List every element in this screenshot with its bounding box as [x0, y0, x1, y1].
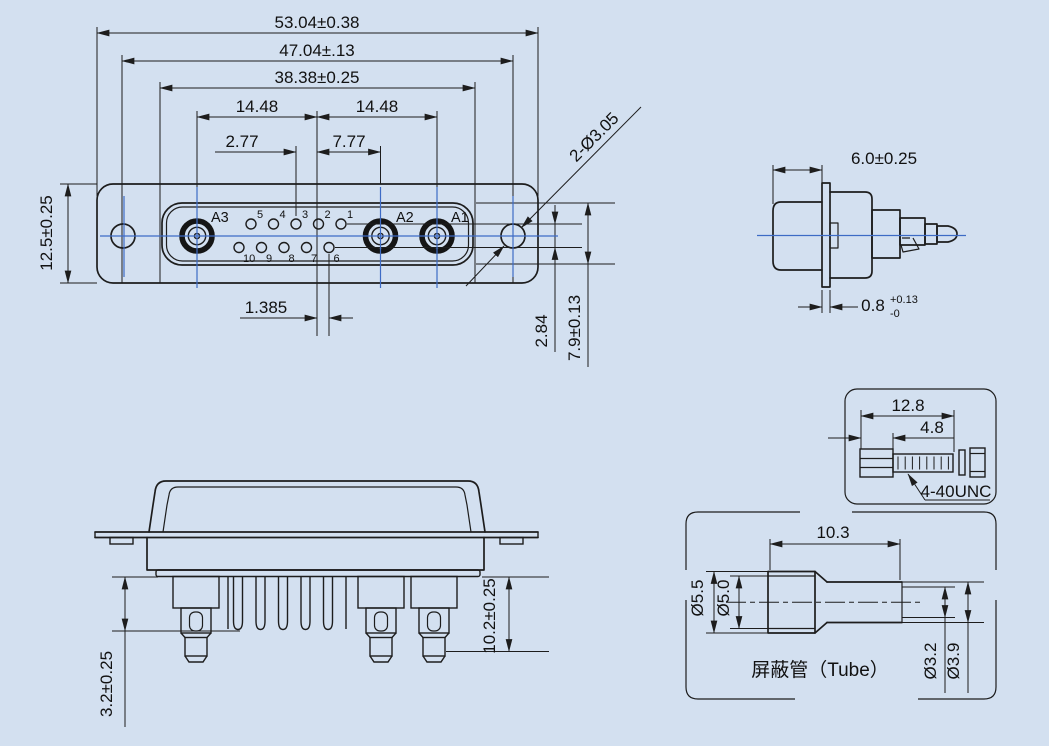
thread-hatching: [897, 456, 949, 470]
pin-label-7: 7: [311, 253, 317, 265]
tube-detail-dimensions: 10.3 Ø5.5 Ø5.0 Ø3.2 Ø3.9: [688, 523, 984, 693]
front-view-centerlines: [100, 187, 558, 288]
mount-tab-left: [109, 536, 134, 545]
dim-overall-width: 53.04±0.38: [275, 13, 360, 32]
insert-plate: [155, 569, 481, 578]
dim-depth: 6.0±0.25: [851, 149, 917, 168]
dim-flange-tol-minus: -0: [890, 308, 900, 320]
pin-label-9: 9: [266, 253, 272, 265]
pin-label-10: 10: [243, 253, 255, 265]
dim-insert-height: 7.9±0.13: [565, 295, 584, 361]
dim-coax-tail: 10.2±0.25: [480, 578, 499, 654]
rear-view: 3.2±0.25 10.2±0.25: [94, 480, 549, 727]
pin-label-4: 4: [280, 209, 286, 221]
pin-label-8: 8: [289, 253, 295, 265]
dim-insert-width: 38.38±0.25: [275, 68, 360, 87]
thread-callout: 4-40UNC: [921, 482, 992, 501]
washer: [958, 449, 966, 476]
dim-screw-head: 4.8: [920, 418, 944, 437]
side-view-dimensions: 6.0±0.25 0.8 +0.13 -0: [772, 149, 918, 320]
dim-pin-offset: 2.77: [225, 132, 258, 151]
mount-tab-right: [499, 536, 524, 545]
tube-detail: 10.3 Ø5.5 Ø5.0 Ø3.2 Ø3.9 屏蔽管（Tube）: [685, 511, 997, 700]
dim-flange-tol-plus: +0.13: [890, 294, 918, 306]
rear-terminal-2: [357, 575, 405, 663]
tube-label: 屏蔽管（Tube）: [751, 659, 889, 681]
dim-screw-length: 12.8: [891, 396, 924, 415]
side-view: 6.0±0.25 0.8 +0.13 -0: [757, 149, 966, 320]
rear-view-outline: [94, 480, 539, 578]
dim-mount-span: 47.04±.13: [279, 41, 355, 60]
dim-tube-small-id: Ø3.2: [921, 643, 940, 680]
tube-outline: [726, 570, 922, 634]
label-a2: A2: [396, 210, 414, 226]
dim-coax-left: 14.48: [236, 97, 279, 116]
dim-coax-mid: 7.77: [332, 132, 365, 151]
pin-tip: [936, 225, 958, 243]
pin-label-6: 6: [334, 253, 340, 265]
screw-detail-frame: [844, 388, 997, 505]
rear-terminal-1: [172, 575, 220, 663]
dim-coax-right: 14.48: [356, 97, 399, 116]
nut: [969, 447, 986, 478]
label-a1: A1: [451, 210, 469, 226]
pin-label-5: 5: [257, 209, 263, 221]
dim-row-gap: 2.84: [532, 314, 551, 347]
rear-view-dimensions: 3.2±0.25 10.2±0.25: [97, 576, 549, 727]
pin-label-2: 2: [325, 209, 331, 221]
rear-terminal-3: [410, 575, 458, 663]
latch-hook: [900, 237, 920, 253]
dim-tube-length: 10.3: [816, 523, 849, 542]
pin-label-3: 3: [302, 209, 308, 221]
dim-height: 12.5±0.25: [37, 195, 56, 271]
dim-pin-tail: 3.2±0.25: [97, 651, 116, 717]
rear-signal-forks: [227, 577, 347, 631]
dim-tube-id: Ø5.0: [714, 580, 733, 617]
dim-tube-od: Ø5.5: [688, 580, 707, 617]
hood-outer: [148, 480, 486, 533]
hood-inner: [162, 486, 472, 533]
label-a3: A3: [211, 210, 229, 226]
screw-detail: 12.8 4.8 4-40UNC: [828, 388, 997, 505]
pin-label-1: 1: [347, 209, 353, 221]
dim-row-offset: 1.385: [245, 298, 288, 317]
rear-coax-terminals: [172, 575, 458, 663]
jackscrew: [859, 447, 986, 478]
dim-tube-small-od: Ø3.9: [944, 643, 963, 680]
tube-detail-frame: [685, 511, 997, 700]
screw-shaft: [892, 453, 954, 473]
dim-flange: 0.8: [861, 296, 885, 315]
signal-pins: [233, 218, 347, 254]
screw-detail-dimensions: 12.8 4.8 4-40UNC: [828, 396, 991, 501]
